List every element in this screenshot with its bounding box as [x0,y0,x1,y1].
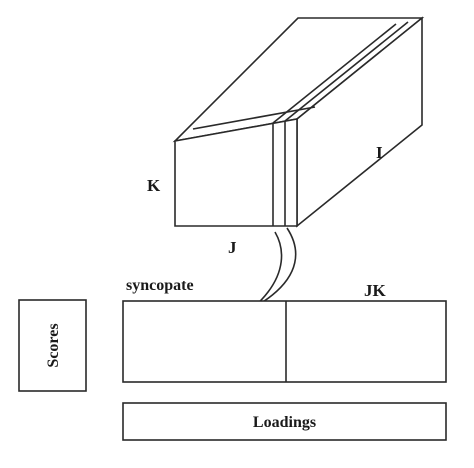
jk-label: JK [364,281,387,300]
loadings-box [122,402,447,441]
data-cube [172,16,425,228]
cube-slice-line-top [192,106,316,130]
syncopate-label: syncopate [126,277,194,294]
scores-label: Scores [45,323,62,367]
label-j: J [228,238,237,257]
unfolded-matrix-box [122,300,447,383]
scores-box [18,299,87,392]
loadings-label: Loadings [253,414,316,431]
unfolded-matrix [122,300,447,383]
cube-slice-edge-1 [272,23,397,124]
label-i: I [376,143,383,162]
cube-front-face [174,118,298,227]
label-k: K [147,176,161,195]
cube-slice-edge-2 [284,21,409,122]
